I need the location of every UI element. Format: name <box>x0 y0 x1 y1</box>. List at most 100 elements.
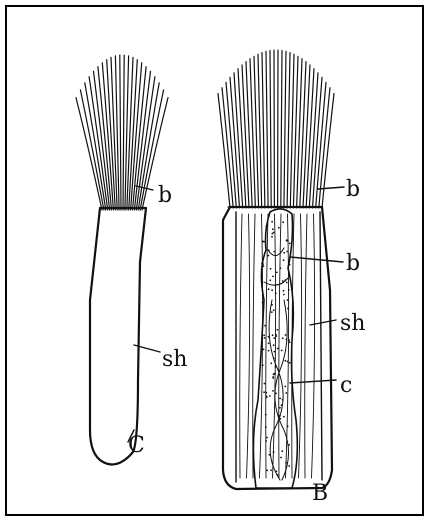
stipple-dot <box>273 309 275 311</box>
stipple-dot <box>272 334 274 336</box>
core-strands-b <box>264 248 289 480</box>
stipple-dot <box>263 334 265 336</box>
stipple-dot <box>279 398 281 400</box>
inner-bristle <box>247 214 250 478</box>
stipple-dot <box>262 302 264 304</box>
stipple-dot <box>282 280 284 282</box>
stipple-dot <box>284 279 286 281</box>
stipple-dot <box>265 414 267 416</box>
stipple-dot <box>289 362 291 364</box>
stipple-dot <box>264 383 266 385</box>
bristle <box>80 90 104 210</box>
stipple-dot <box>287 308 289 310</box>
stipple-dot <box>276 272 278 274</box>
bristle <box>266 51 268 208</box>
stipple-dot <box>273 358 275 360</box>
stipple-dot <box>268 288 270 290</box>
stipple-dot <box>281 450 283 452</box>
stipple-dot <box>270 469 272 471</box>
stipple-dot <box>278 227 280 229</box>
stipple-dot <box>265 426 267 428</box>
stipple-dot <box>272 228 274 230</box>
stipple-dot <box>281 404 283 406</box>
stipple-dot <box>269 279 271 281</box>
stipple-dot <box>287 361 289 363</box>
label-sheath-c: sh <box>162 347 187 372</box>
stipple-dot <box>271 236 273 238</box>
stipple-dot <box>265 440 267 442</box>
bristle <box>270 51 271 209</box>
stipple-dot <box>268 249 270 251</box>
stipple-dot <box>265 392 267 394</box>
stipple-dot <box>282 221 284 223</box>
stipple-dot <box>277 348 279 350</box>
stipple-dot <box>280 267 282 269</box>
stipple-dot <box>271 311 273 313</box>
bristle <box>262 53 265 209</box>
bristle-fan-c <box>76 55 168 210</box>
stipple-dot <box>285 392 287 394</box>
stipple-dot <box>282 399 284 401</box>
stipple-dot <box>261 262 263 264</box>
stipple-dot <box>279 415 281 417</box>
stipple-dot <box>287 425 289 427</box>
stipple-dot <box>286 239 288 241</box>
stipple-dot <box>288 339 290 341</box>
stipple-dot <box>273 451 275 453</box>
bristle <box>287 53 290 209</box>
stipple-dot <box>288 444 290 446</box>
stipple-dot <box>276 471 278 473</box>
stipple-dot <box>287 299 289 301</box>
stipple-dot <box>271 289 273 291</box>
stipple-dot <box>289 341 291 343</box>
stipple-dot <box>269 454 271 456</box>
stipple-dot <box>284 360 286 362</box>
stipple-dot <box>268 342 270 344</box>
stipple-dot <box>266 437 268 439</box>
leader-sh-b <box>310 320 336 325</box>
stipple-dot <box>282 337 284 339</box>
stipple-dot <box>285 334 287 336</box>
stipple-dot <box>263 349 265 351</box>
stipple-dot <box>266 470 268 472</box>
stipple-dot <box>271 233 273 235</box>
stipple-dot <box>263 241 265 243</box>
figure-c: b sh C <box>76 55 187 464</box>
panel-label-c: C <box>128 433 145 458</box>
leader-c-b <box>290 380 336 383</box>
stipple-dot <box>264 325 266 327</box>
stipple-dot <box>288 465 290 467</box>
stipple-dot <box>283 252 285 254</box>
bristle <box>242 65 249 208</box>
bristle <box>281 51 282 209</box>
stipple-dot <box>271 221 273 223</box>
inner-bristle <box>312 214 315 478</box>
stipple-dot <box>274 251 276 253</box>
stipple-dot <box>262 364 264 366</box>
stipple-dot <box>263 265 265 267</box>
stipple-dot <box>286 251 288 253</box>
stipple-dot <box>283 416 285 418</box>
stipple-dot <box>270 268 272 270</box>
bristle <box>284 51 286 208</box>
stipple-dot <box>273 337 275 339</box>
leader-b1-b <box>318 187 344 189</box>
panel-label-b: B <box>312 481 328 506</box>
stipple-dot <box>272 390 274 392</box>
stipple-dot <box>274 373 276 375</box>
bristle <box>94 71 110 210</box>
stipple-dot <box>270 362 272 364</box>
stipple-dot <box>275 393 277 395</box>
stipple-dot <box>265 226 267 228</box>
label-bristle-b: b <box>346 177 360 202</box>
inner-bristle <box>305 214 307 478</box>
bristle-fan-b <box>218 50 334 208</box>
figure-b: b b sh c B <box>218 50 365 506</box>
label-bristle-c: b <box>158 183 172 208</box>
stipple-dot <box>263 391 265 393</box>
stipple-dot <box>288 289 290 291</box>
bristle <box>76 98 102 210</box>
inner-bristle <box>240 214 242 478</box>
bristle <box>258 54 262 208</box>
